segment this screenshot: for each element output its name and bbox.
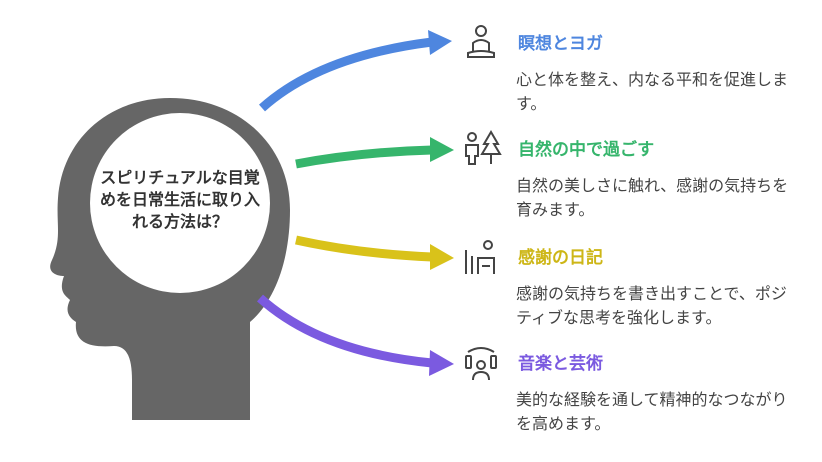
arrow-yellow [295, 235, 454, 270]
item-description: 感謝の気持ちを書き出すことで、ポジティブな思考を強化します。 [516, 284, 787, 327]
item-description: 心と体を整え、内なる平和を促進します。 [516, 70, 789, 113]
person-tree-icon [465, 130, 502, 165]
journal-writing-icon [465, 240, 495, 274]
arrow-blue [258, 30, 452, 112]
arrow-green [295, 137, 454, 169]
arrow-purple [256, 294, 454, 376]
item-title: 感謝の日記 [518, 248, 603, 268]
center-question-text: スピリチュアルな目覚めを日常生活に取り入れる方法は？ [100, 168, 261, 231]
item-description: 美的な経験を通して精神的なつながりを高めます。 [516, 390, 788, 433]
meditation-person-icon [467, 25, 495, 58]
center-circle [90, 113, 270, 293]
item-title: 瞑想とヨガ [518, 34, 603, 54]
item-title: 音楽と芸術 [518, 354, 603, 374]
music-art-icon [465, 347, 497, 381]
item-title: 自然の中で過ごす [518, 140, 655, 160]
center-question: スピリチュアルな目覚めを日常生活に取り入れる方法は？ [100, 150, 260, 250]
item-description: 自然の美しさに触れ、感謝の気持ちを育みます。 [516, 176, 789, 219]
